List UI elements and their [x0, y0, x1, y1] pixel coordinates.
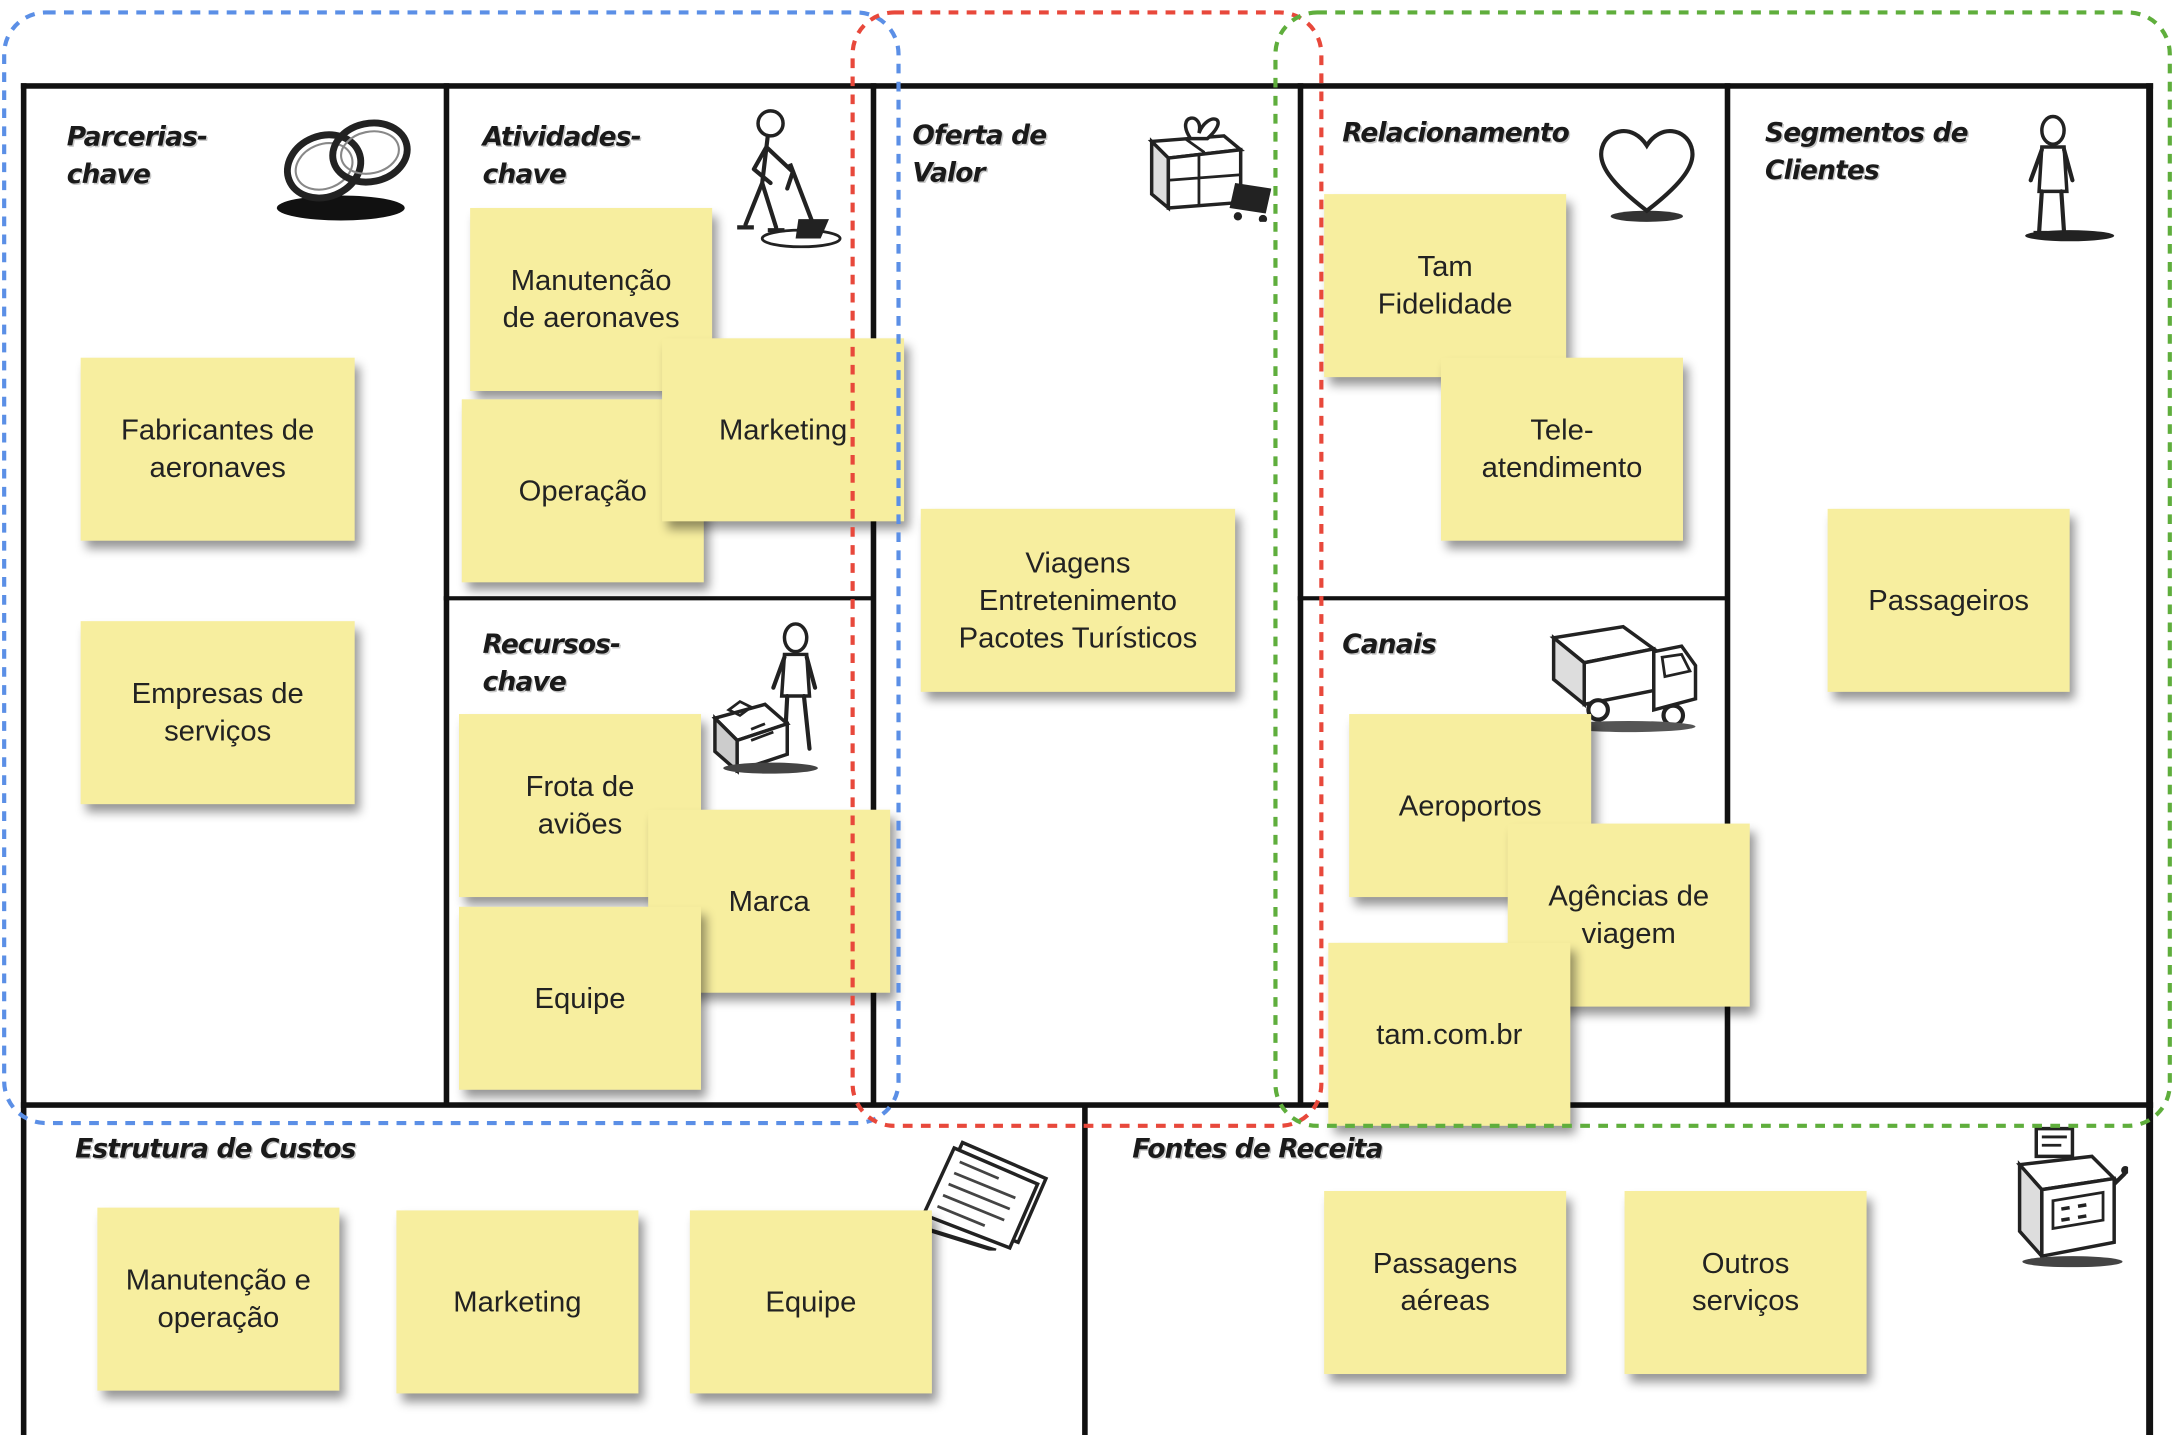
sticky-note: Marketing: [396, 1210, 639, 1394]
canvas-border-left: [20, 83, 27, 1435]
sticky-note: Tam Fidelidade: [1324, 194, 1567, 378]
sticky-note: Empresas de serviços: [80, 621, 355, 805]
sticky-note: Outros serviços: [1624, 1191, 1867, 1375]
customer-segments-title: Segmentos de Clientes: [1765, 117, 1969, 186]
key-partners-title: Parcerias- chave: [66, 122, 208, 190]
rings-icon: [271, 108, 420, 224]
key-resources-title: Recursos- chave: [482, 629, 621, 698]
canvas-border-right: [2146, 83, 2154, 1435]
papers-icon: [912, 1140, 1057, 1251]
sticky-note: tam.com.br: [1328, 942, 1571, 1126]
divider-costs-revenue: [1082, 1105, 1088, 1435]
divider-relationships-channels: [1297, 596, 1729, 601]
cash-register-icon: [2011, 1123, 2129, 1268]
sticky-note: Passagens aéreas: [1324, 1191, 1567, 1375]
sticky-note: Viagens Entretenimento Pacotes Turístico…: [920, 508, 1236, 692]
sticky-note: Marketing: [662, 338, 905, 522]
revenue-streams-title: Fontes de Receita: [1132, 1134, 1383, 1165]
canvas-border-top: [20, 83, 2154, 89]
person-with-machine-icon: [709, 618, 834, 776]
divider-activities-resources: [443, 596, 875, 601]
sticky-note: Fabricantes de aeronaves: [80, 357, 355, 541]
sticky-note: Equipe: [458, 906, 702, 1090]
cost-structure-title: Estrutura de Custos: [75, 1134, 356, 1165]
sticky-note: Passageiros: [1827, 508, 2070, 692]
sticky-note: Tele- atendimento: [1440, 357, 1683, 541]
sticky-note: Manutenção e operação: [97, 1207, 340, 1391]
channels-title: Canais: [1342, 629, 1437, 660]
customer-relationships-title: Relacionamento: [1342, 117, 1570, 149]
divider-partners-activities: [443, 83, 450, 1106]
value-proposition-title: Oferta de Valor: [912, 120, 1047, 189]
heart-icon: [1594, 122, 1700, 225]
standing-person-icon: [2017, 114, 2117, 244]
key-activities-title: Atividades- chave: [482, 122, 642, 190]
gift-box-icon: [1143, 105, 1277, 222]
person-digging-icon: [712, 105, 846, 249]
divider-value-relationships: [1297, 83, 1304, 1106]
sticky-note: Equipe: [689, 1210, 932, 1394]
